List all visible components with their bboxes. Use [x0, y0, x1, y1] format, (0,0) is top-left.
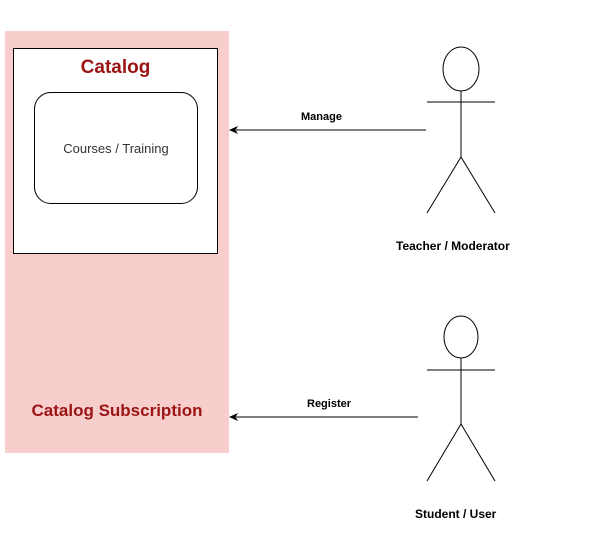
- arrow-left-icon: [229, 413, 238, 421]
- manage-edge-label: Manage: [301, 111, 342, 123]
- catalog-title: Catalog: [80, 57, 151, 78]
- teacher-moderator-label: Teacher / Moderator: [396, 239, 510, 253]
- arrow-left-icon: [229, 126, 238, 134]
- manage-arrow[interactable]: [229, 126, 426, 134]
- register-arrow[interactable]: [229, 413, 418, 421]
- courses-training-node[interactable]: Courses / Training: [34, 92, 198, 204]
- student-actor-icon[interactable]: [426, 315, 496, 482]
- courses-training-label: Courses / Training: [63, 140, 169, 156]
- catalog-subscription-title: Catalog Subscription: [31, 401, 203, 420]
- teacher-actor-icon[interactable]: [426, 46, 496, 214]
- register-edge-label: Register: [307, 398, 352, 410]
- student-user-label: Student / User: [415, 507, 497, 521]
